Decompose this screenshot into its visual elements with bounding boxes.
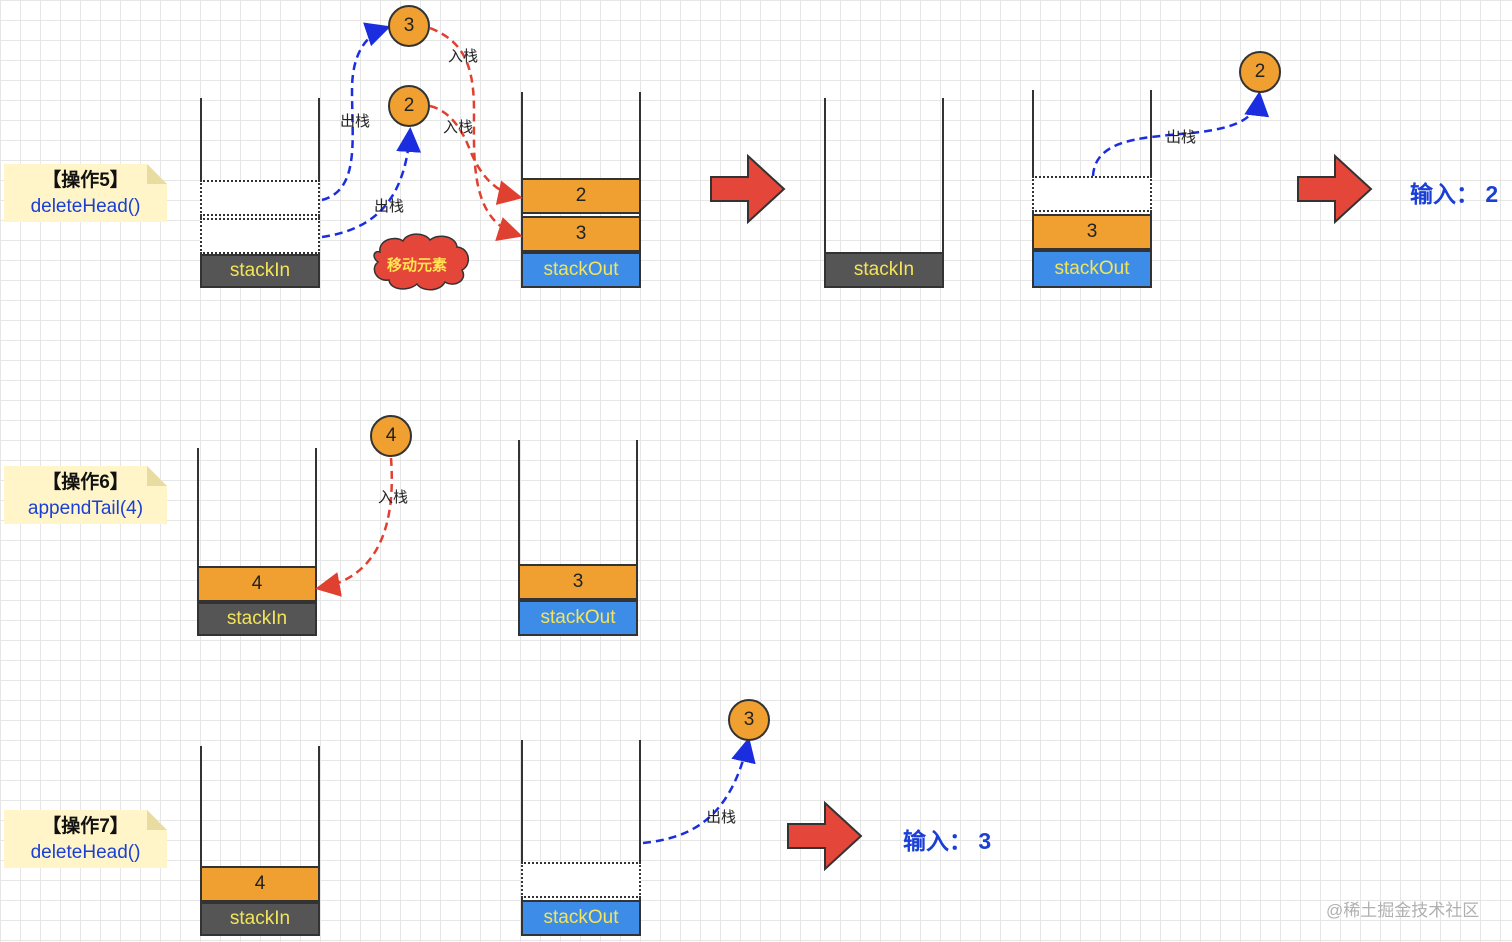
- pop-label: 出栈: [340, 113, 371, 130]
- push-arrow: [315, 457, 394, 597]
- operation-function: appendTail(4): [27, 498, 144, 519]
- stack-out-op5-filled: 2 3 stackOut: [521, 92, 641, 288]
- element-circle-3: 3: [728, 699, 770, 741]
- element-circle-4: 4: [370, 415, 412, 457]
- operation-function: deleteHead(): [30, 196, 141, 217]
- transition-arrow: [787, 800, 863, 872]
- stack-out-op7: stackOut: [521, 740, 641, 936]
- operation-6-note: 【操作6】 appendTail(4): [4, 466, 167, 524]
- stack-in-op6: 4 stackIn: [197, 448, 317, 636]
- push-arrow: [429, 104, 523, 205]
- watermark: @稀土掘金技术社区: [1326, 901, 1480, 920]
- push-label: 入栈: [443, 119, 474, 136]
- stack-in-op5-before: stackIn: [200, 98, 320, 288]
- popped-slot: [1032, 176, 1152, 212]
- stack-out-base: stackOut: [521, 252, 641, 288]
- stack-in-op5-after: stackIn: [824, 98, 944, 288]
- stack-in-base: stackIn: [200, 254, 320, 288]
- move-elements-label: 移动元素: [387, 257, 448, 274]
- stack-wall: [639, 740, 641, 936]
- stack-wall: [318, 746, 320, 936]
- pop-label: 出栈: [1166, 129, 1197, 146]
- stack-in-base: stackIn: [824, 252, 944, 288]
- stack-wall: [200, 746, 202, 936]
- push-label: 入栈: [378, 489, 409, 506]
- stack-in-base: stackIn: [200, 902, 320, 936]
- stack-in-base: stackIn: [197, 602, 317, 636]
- pop-label: 出栈: [706, 809, 737, 826]
- stack-out-op5-after: 3 stackOut: [1032, 90, 1152, 288]
- popped-slot: [200, 218, 320, 254]
- popped-slot: [521, 862, 641, 898]
- result-output: 输入： 2: [1410, 181, 1499, 207]
- element-4: 4: [197, 566, 317, 602]
- push-arrow: [429, 26, 523, 241]
- operation-7-note: 【操作7】 deleteHead(): [4, 810, 167, 868]
- pop-arrow: [642, 737, 756, 845]
- element-3: 3: [518, 564, 638, 600]
- stack-out-op6: 3 stackOut: [518, 440, 638, 636]
- operation-label: 【操作5】: [42, 170, 129, 191]
- stack-wall: [636, 440, 638, 636]
- operation-5-note: 【操作5】 deleteHead(): [4, 164, 167, 222]
- element-circle-2: 2: [1239, 51, 1281, 93]
- pop-arrow: [1091, 91, 1270, 177]
- stack-wall: [315, 448, 317, 636]
- element-circle-3: 3: [388, 5, 430, 47]
- element-3: 3: [1032, 214, 1152, 250]
- stack-wall: [824, 98, 826, 288]
- stack-in-op7: 4 stackIn: [200, 746, 320, 936]
- cloud-shape: [373, 233, 469, 291]
- push-label: 入栈: [448, 48, 479, 65]
- element-4: 4: [200, 866, 320, 902]
- element-3: 3: [521, 216, 641, 252]
- stack-out-base: stackOut: [1032, 250, 1152, 288]
- operation-label: 【操作7】: [42, 816, 129, 837]
- stack-wall: [942, 98, 944, 288]
- element-circle-2: 2: [388, 85, 430, 127]
- stack-wall: [518, 440, 520, 636]
- stack-wall: [197, 448, 199, 636]
- pop-arrow: [321, 127, 422, 239]
- pop-label: 出栈: [374, 198, 405, 215]
- transition-arrow: [710, 153, 786, 225]
- result-output: 输入： 3: [903, 828, 992, 854]
- popped-slot: [200, 180, 320, 216]
- stack-out-base: stackOut: [518, 600, 638, 636]
- transition-arrow: [1297, 153, 1373, 225]
- pop-arrow: [321, 22, 391, 202]
- stack-out-base: stackOut: [521, 900, 641, 936]
- element-2: 2: [521, 178, 641, 214]
- stack-wall: [521, 740, 523, 936]
- operation-label: 【操作6】: [42, 472, 129, 493]
- operation-function: deleteHead(): [30, 842, 141, 863]
